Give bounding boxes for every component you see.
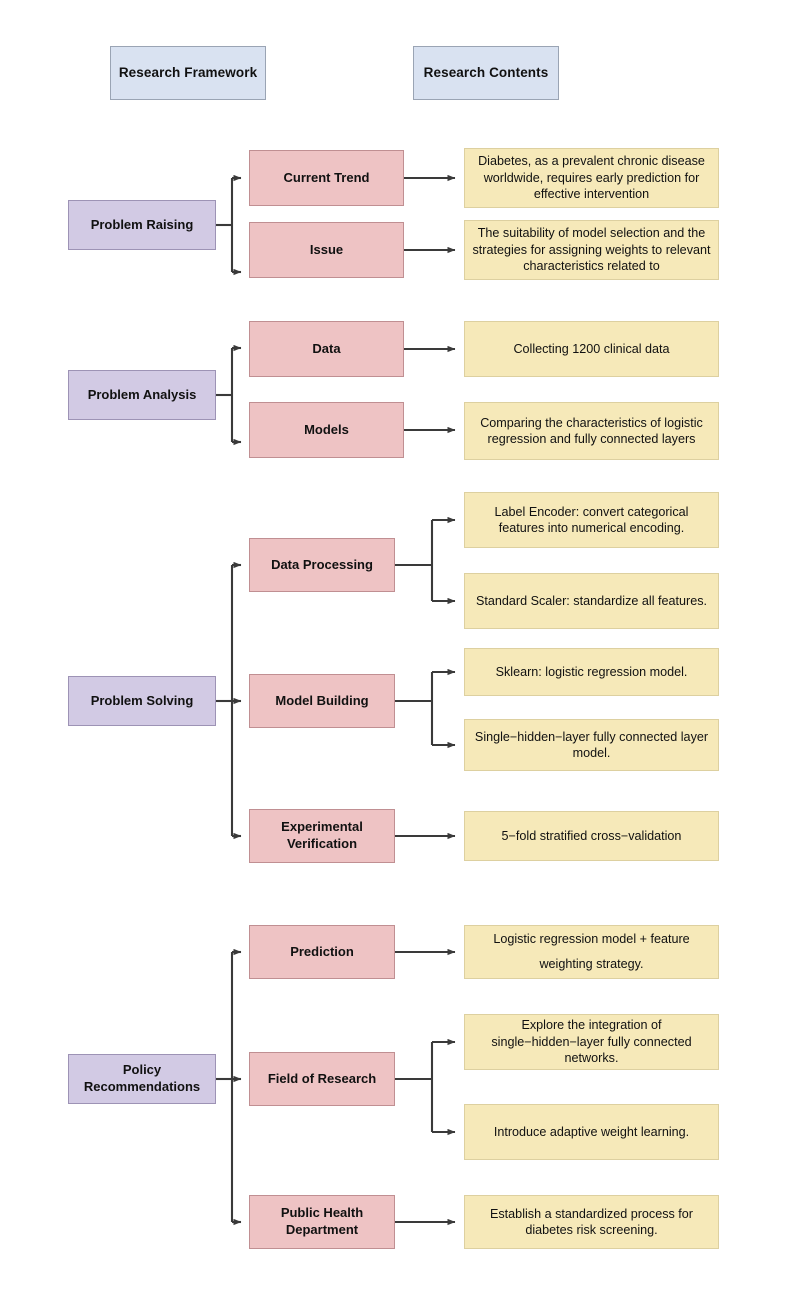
topic-prediction[interactable]: Prediction	[249, 925, 395, 979]
header-research-contents: Research Contents	[413, 46, 559, 100]
topic-field-of-research[interactable]: Field of Research	[249, 1052, 395, 1106]
stage-problem-solving[interactable]: Problem Solving	[68, 676, 216, 726]
detail-data-processing-1: Label Encoder: convert categorical featu…	[464, 492, 719, 548]
detail-field-of-research-2: Introduce adaptive weight learning.	[464, 1104, 719, 1160]
detail-public-health-department-1: Establish a standardized process for dia…	[464, 1195, 719, 1249]
detail-model-building-1: Sklearn: logistic regression model.	[464, 648, 719, 696]
topic-models[interactable]: Models	[249, 402, 404, 458]
topic-data[interactable]: Data	[249, 321, 404, 377]
detail-field-of-research-1: Explore the integration of single−hidden…	[464, 1014, 719, 1070]
detail-model-building-2: Single−hidden−layer fully connected laye…	[464, 719, 719, 771]
stage-problem-raising[interactable]: Problem Raising	[68, 200, 216, 250]
detail-data-processing-2: Standard Scaler: standardize all feature…	[464, 573, 719, 629]
topic-public-health-department[interactable]: Public Health Department	[249, 1195, 395, 1249]
detail-prediction-1: Logistic regression model + feature weig…	[464, 925, 719, 979]
header-research-framework: Research Framework	[110, 46, 266, 100]
detail-models-1: Comparing the characteristics of logisti…	[464, 402, 719, 460]
detail-issue-1: The suitability of model selection and t…	[464, 220, 719, 280]
topic-experimental-verification[interactable]: Experimental Verification	[249, 809, 395, 863]
topic-issue[interactable]: Issue	[249, 222, 404, 278]
topic-current-trend[interactable]: Current Trend	[249, 150, 404, 206]
detail-data-1: Collecting 1200 clinical data	[464, 321, 719, 377]
topic-model-building[interactable]: Model Building	[249, 674, 395, 728]
stage-problem-analysis[interactable]: Problem Analysis	[68, 370, 216, 420]
detail-experimental-verification-1: 5−fold stratified cross−validation	[464, 811, 719, 861]
stage-policy-recommendations[interactable]: Policy Recommendations	[68, 1054, 216, 1104]
detail-current-trend-1: Diabetes, as a prevalent chronic disease…	[464, 148, 719, 208]
topic-data-processing[interactable]: Data Processing	[249, 538, 395, 592]
